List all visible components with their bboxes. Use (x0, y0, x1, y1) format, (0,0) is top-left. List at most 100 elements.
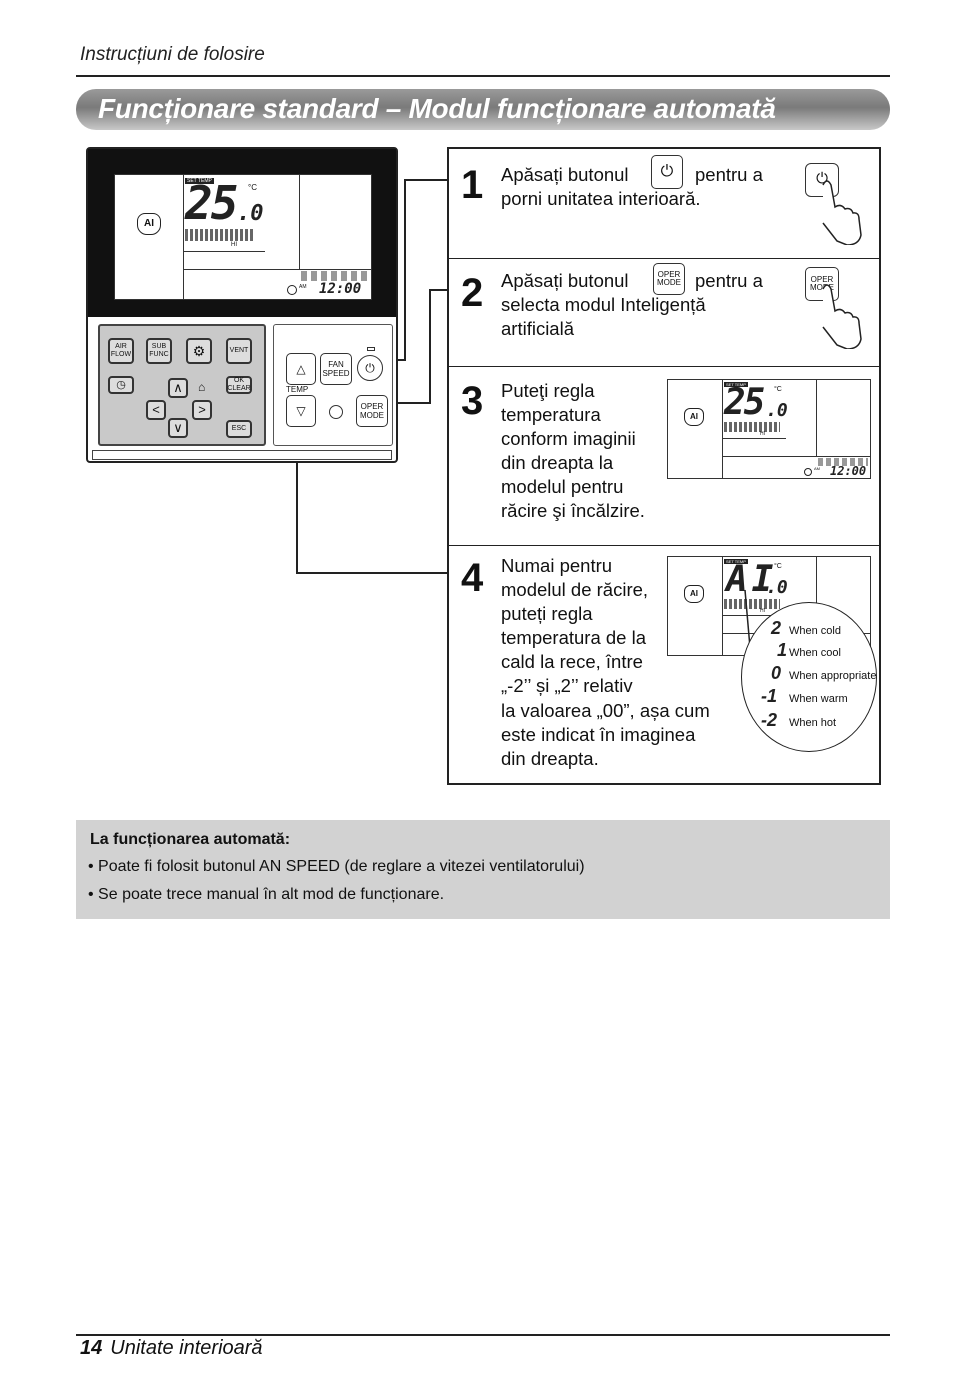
clock-icon (804, 468, 812, 476)
fan-bar (724, 599, 780, 609)
am-label: AM (299, 284, 307, 290)
hi-label: HI (760, 431, 765, 437)
legend-code: -2 (761, 710, 778, 730)
footer-rule (76, 1334, 890, 1336)
step-text-line: la valoarea „00”, așa cum (501, 700, 710, 721)
timer-key[interactable]: ◷ (108, 376, 134, 394)
right-arrow-key[interactable]: > (192, 400, 212, 420)
step-text-line: „-2’’ și „2’’ relativ (501, 675, 633, 696)
hi-label: HI (231, 242, 237, 248)
legend-code: 1 (777, 640, 788, 660)
legend-label: When hot (789, 717, 837, 729)
legend-label: When cold (789, 625, 841, 637)
footer-label: Unitate interioară (110, 1337, 263, 1359)
step-number: 2 (461, 271, 484, 315)
settings-key[interactable]: ⚙ (186, 338, 212, 364)
temp-down-button[interactable]: ▽ (286, 395, 316, 427)
temperature-decimal: .0 (766, 400, 788, 421)
hand-icon (822, 180, 862, 245)
ai-icon: AI (684, 408, 704, 426)
step-text-b: pentru a (695, 164, 763, 185)
temp-label: TEMP (286, 385, 309, 394)
ai-icon: AI (137, 213, 161, 235)
set-temp-label: SET TEMP (185, 178, 214, 184)
steps-panel: 1 Apăsați butonul ⏻ pentru a porni unita… (447, 147, 881, 785)
unit-label: °C (774, 563, 782, 570)
set-temp-label: SET TEMP (724, 559, 748, 564)
step-text-a: Apăsați butonul (501, 270, 629, 291)
remote-foot (92, 450, 392, 460)
step-3: 3 Puteţi regla temperatura conform imagi… (449, 367, 879, 546)
temperature-digits: 25 (724, 382, 765, 423)
ai-icon: AI (684, 585, 704, 603)
set-temp-label: SET TEMP (724, 382, 748, 387)
power-button-icon: ⏻ (651, 155, 683, 189)
note-item: • Poate fi folosit butonul AN SPEED (de … (88, 858, 585, 875)
legend-label: When appropriate (789, 670, 877, 682)
page-footer: 14 Unitate interioară (80, 1337, 263, 1360)
esc-key[interactable]: ESC (226, 420, 252, 438)
remote-lcd: AI SET TEMP 25 .0 °C HI AM 12:00 (114, 174, 372, 300)
fan-bar (724, 422, 780, 432)
step-text-line: răcire şi încălzire. (501, 500, 645, 521)
temperature-digits: 25 (185, 176, 238, 230)
step-text-line: modelul pentru (501, 476, 624, 497)
vent-key[interactable]: VENT (226, 338, 252, 364)
home-icon: ⌂ (198, 380, 206, 394)
legend-code: 0 (771, 663, 782, 683)
clock-digits: 12:00 (830, 464, 867, 478)
ai-digits: AI (726, 559, 778, 600)
clock-digits: 12:00 (319, 281, 362, 297)
step-number: 4 (461, 556, 484, 600)
power-button[interactable]: ⏻ (357, 355, 383, 381)
unit-label: °C (774, 386, 782, 393)
oper-mode-button[interactable]: OPER MODE (356, 395, 388, 427)
hand-icon (822, 284, 862, 349)
unit-label: °C (248, 183, 257, 192)
clock-icon (287, 285, 297, 295)
air-flow-key[interactable]: AIR FLOW (108, 338, 134, 364)
fan-speed-button[interactable]: FAN SPEED (320, 353, 352, 385)
am-label: AM (814, 466, 820, 471)
step-text-line: este indicat în imaginea (501, 724, 696, 745)
up-arrow-key[interactable]: ∧ (168, 378, 188, 398)
step-text-b: pentru a (695, 270, 763, 291)
page-number: 14 (80, 1337, 103, 1359)
step3-lcd: AI SET TEMP 25 .0 °C HI AM 12:00 (667, 379, 871, 479)
page-header: Instrucțiuni de folosire (80, 44, 265, 65)
step-text-line: Puteţi regla (501, 380, 595, 401)
legend-label: When warm (789, 693, 848, 705)
step-number: 3 (461, 379, 484, 423)
legend-label: When cool (789, 647, 841, 659)
remote-main-buttons: △ TEMP ▽ FAN SPEED ⏻ OPER MODE (273, 324, 393, 446)
step-number: 1 (461, 163, 484, 207)
temperature-decimal: .0 (237, 201, 264, 226)
step-text-line: puteți regla (501, 603, 593, 624)
step-1: 1 Apăsați butonul ⏻ pentru a porni unita… (449, 149, 879, 259)
step-4: 4 Numai pentru modelul de răcire, puteți… (449, 546, 879, 783)
left-arrow-key[interactable]: < (146, 400, 166, 420)
step-text-line: din dreapta la (501, 452, 614, 473)
fan-bar (185, 229, 255, 241)
note-title: La funcționarea automată: (90, 831, 291, 848)
sensor-circle (329, 405, 343, 419)
step-text-a: Apăsați butonul (501, 164, 629, 185)
step-text-line: temperatura de la (501, 627, 647, 648)
ai-decimal: .0 (766, 577, 788, 598)
indicator-led (367, 347, 375, 351)
remote-screen-bezel: AI SET TEMP 25 .0 °C HI AM 12:00 (88, 149, 396, 317)
note-item: • Se poate trece manual în alt mod de fu… (88, 886, 445, 903)
sub-func-key[interactable]: SUB FUNC (146, 338, 172, 364)
step-text-c: porni unitatea interioară. (501, 188, 701, 209)
step-text-line: modelul de răcire, (501, 579, 649, 600)
step-text-d: artificială (501, 318, 574, 339)
weekday-row (818, 458, 868, 466)
step-text-line: conform imaginii (501, 428, 636, 449)
hi-label: HI (760, 608, 765, 614)
vent-key-label: VENT (229, 347, 249, 354)
temp-up-button[interactable]: △ (286, 353, 316, 385)
down-arrow-key[interactable]: ∨ (168, 418, 188, 438)
step-text-line: temperatura (501, 404, 601, 425)
step-2: 2 Apăsați butonul OPER MODE pentru a sel… (449, 259, 879, 367)
ok-clear-key[interactable]: OK CLEAR (226, 376, 252, 394)
